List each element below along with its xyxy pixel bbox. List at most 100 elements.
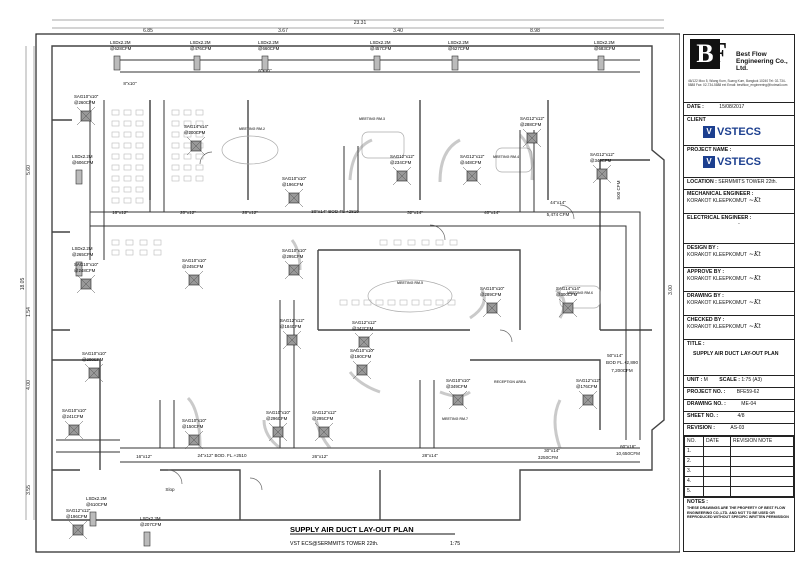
company-logo-f: F xyxy=(710,38,728,69)
diffuser-cfm: @628CFM xyxy=(110,46,132,51)
plan-subtitle: VST ECS@SERMMITS TOWER 22th. xyxy=(290,541,378,547)
table-row: 1. xyxy=(684,446,794,457)
desk xyxy=(379,239,388,246)
desk xyxy=(195,164,204,171)
diffuser: SAG10"x10"@349CFM xyxy=(446,378,471,410)
desk xyxy=(171,175,180,182)
diffuser-cfm: @342CFM xyxy=(352,326,374,331)
desk xyxy=(351,299,360,306)
diffuser-cfm: @184CFM xyxy=(280,324,302,329)
diffuser: LSDx2.2M@457CFM xyxy=(370,40,392,71)
desk xyxy=(387,299,396,306)
diffuser: SAG10"x10"@289CFM xyxy=(480,286,505,318)
rev-note xyxy=(730,456,794,467)
design-value: KORAKOT KLEEPKOMUT~Kt xyxy=(687,250,761,258)
desk xyxy=(111,164,120,171)
floor-plan: 23.31 6.85 3.67 3.40 8.98 5.60 18.05 1.5… xyxy=(20,19,680,553)
table-row: 5. xyxy=(684,486,794,497)
notes-area: NOTES : THESE DRAWINGS ARE THE PROPERTY … xyxy=(684,498,794,522)
duct-label: 500 CFM xyxy=(616,180,621,199)
approve-row: APPROVE BY : KORAKOT KLEEPKOMUT~Kt xyxy=(684,268,794,292)
flex-ducts xyxy=(186,133,566,450)
desk xyxy=(183,153,192,160)
diffuser-cfm: @248CFM xyxy=(74,268,96,273)
title-block: B F Best Flow Engineering Co., Ltd. 46/1… xyxy=(683,34,795,552)
diffuser-cfm: @660CFM xyxy=(258,46,280,51)
desk xyxy=(375,299,384,306)
doors xyxy=(167,151,575,491)
diffuser: SAG10"x10"@200CFM xyxy=(82,351,107,383)
diffuser: LSDx2.2M@627CFM xyxy=(448,40,470,71)
plan-scale: 1:75 xyxy=(450,541,460,547)
linear-slot-diffuser-icon xyxy=(75,261,83,277)
duct-label: 50"x14" xyxy=(607,353,623,358)
diffuser-size: LSDx2.2M xyxy=(594,40,615,45)
walls xyxy=(51,45,665,521)
diffuser: SAG14"x14"@200CFM xyxy=(184,124,209,156)
desk xyxy=(111,239,120,246)
diffuser-size: SAG12"x12" xyxy=(390,154,415,159)
diffuser: SAG10"x10"@190CFM xyxy=(350,348,375,380)
desk xyxy=(139,239,148,246)
desk xyxy=(195,131,204,138)
revision-row: REVISION : AS-03 xyxy=(684,424,794,436)
desk xyxy=(399,299,408,306)
diffuser-cfm: @349CFM xyxy=(590,158,612,163)
room-label: MEETING RM.7 xyxy=(442,417,468,421)
desk xyxy=(135,120,144,127)
diffuser-size: LSDx2.2M xyxy=(258,40,279,45)
duct-label: BOD FL.+2,890 xyxy=(606,360,638,365)
rev-note xyxy=(730,486,794,497)
diffuser: SAG12"x12"@342CFM xyxy=(352,320,377,352)
rev-date xyxy=(703,486,731,497)
project-no-label: PROJECT NO. : xyxy=(687,389,726,395)
scale-value: 1:75 (A3) xyxy=(741,377,762,383)
revision-table: NO. DATE REVISION NOTE 1. 2. 3. 4. 5. xyxy=(684,436,794,497)
duct-label: 10,650CFM xyxy=(616,451,640,456)
diffuser: SAG12"x12"@184CFM xyxy=(280,318,305,350)
desk xyxy=(135,186,144,193)
diffuser: SAG12"x12"@295CFM xyxy=(312,410,337,442)
room-label: MEETING RM.2 xyxy=(239,127,265,131)
title-value: SUPPLY AIR DUCT LAY-OUT PLAN xyxy=(693,350,779,357)
project-label: PROJECT NAME : xyxy=(687,147,732,153)
dim-left-1: 5.60 xyxy=(26,165,32,175)
diffuser: SAG12"x12"@176CFM xyxy=(576,378,601,410)
duct-labels: 16"x12"20"x12"28"x12"30"x14" BOD FL +281… xyxy=(112,68,640,492)
desk xyxy=(195,153,204,160)
scale-label: SCALE : xyxy=(719,377,740,383)
linear-slot-diffuser-icon xyxy=(261,55,269,71)
diffuser-size: SAG10"x10" xyxy=(480,286,505,291)
rev-note xyxy=(730,446,794,457)
desk xyxy=(195,175,204,182)
desk xyxy=(435,239,444,246)
diffuser-cfm: @176CFM xyxy=(576,384,598,389)
vstecs-logo-icon: V xyxy=(703,126,715,139)
diffuser: SAG10"x10"@241CFM xyxy=(62,408,87,440)
desk xyxy=(135,131,144,138)
diffuser: SAG12"x12"@349CFM xyxy=(590,152,615,184)
diffuser-cfm: @683CFM xyxy=(594,46,616,51)
elec-value: - xyxy=(738,220,740,227)
location-row: LOCATION : SERMMITS TOWER 22th. xyxy=(684,178,794,190)
dim-left-5: 3.55 xyxy=(26,485,32,495)
desk xyxy=(111,120,120,127)
linear-slot-diffuser-icon xyxy=(373,55,381,71)
diffuser-size: LSDx2.2M xyxy=(370,40,391,45)
diffuser-size: SAG10"x10" xyxy=(182,418,207,423)
rev-no: 4. xyxy=(684,476,704,487)
revision-value: AS-03 xyxy=(730,425,745,431)
diffuser-size: LSDx2.2M xyxy=(72,246,93,251)
diffuser-size: LSDx2.2M xyxy=(86,496,107,501)
drawing-no-value: ME-04 xyxy=(741,401,757,407)
desk xyxy=(195,109,204,116)
dim-top-2: 3.67 xyxy=(278,28,288,34)
dim-left-3: 1.54 xyxy=(26,307,32,317)
diffuser-cfm: @200CFM xyxy=(184,130,206,135)
duct-label: 16"x12" xyxy=(136,454,152,459)
unit-value: M xyxy=(703,377,708,383)
rev-date xyxy=(703,456,731,467)
signature: ~Kt xyxy=(748,322,761,330)
diffuser-cfm: @289CFM xyxy=(480,292,502,297)
